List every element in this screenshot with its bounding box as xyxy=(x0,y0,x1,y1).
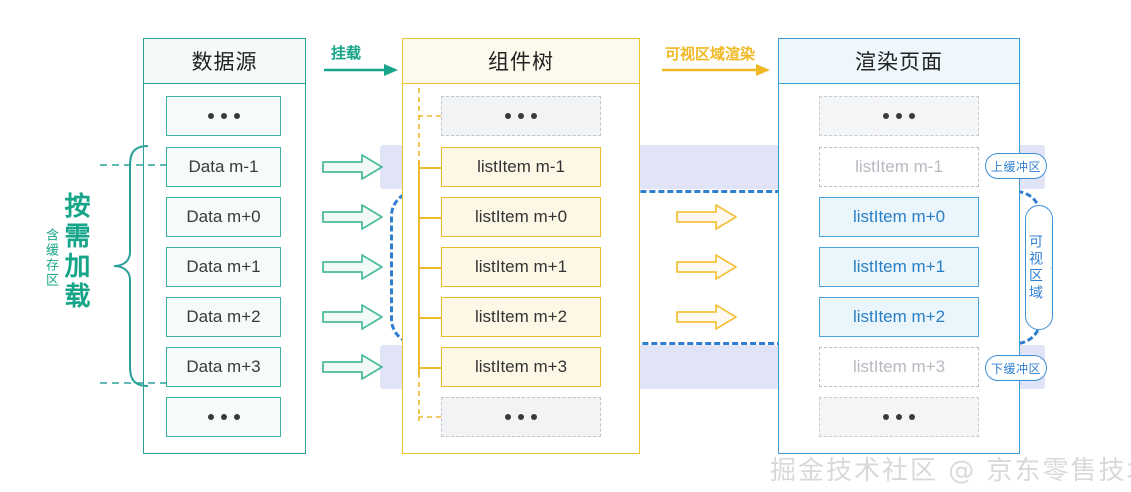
list-item[interactable]: Data m+3 xyxy=(166,347,281,387)
panel-component-tree-title: 组件树 xyxy=(403,39,639,84)
on-demand-brace-icon xyxy=(113,145,149,387)
tree-spine-dashed-top xyxy=(418,88,420,162)
ellipsis-icon xyxy=(207,414,240,420)
list-item[interactable]: listItem m-1 xyxy=(441,147,601,187)
list-item[interactable]: Data m+1 xyxy=(166,247,281,287)
brace-connector-top xyxy=(100,164,168,166)
brace-connector-bottom xyxy=(100,382,168,384)
buffer-included-label: 含缓存区 xyxy=(44,228,59,288)
ellipsis-icon xyxy=(207,113,240,119)
list-item[interactable]: listItem m+2 xyxy=(819,297,979,337)
mount-block-arrow xyxy=(322,154,383,180)
list-item xyxy=(819,96,979,136)
list-item[interactable]: Data m+2 xyxy=(166,297,281,337)
render-block-arrow xyxy=(676,204,737,230)
ellipsis-icon xyxy=(505,113,537,119)
list-item xyxy=(819,397,979,437)
mount-arrow-icon xyxy=(324,64,398,76)
render-arrow-icon xyxy=(662,64,770,76)
list-item xyxy=(441,397,601,437)
list-item[interactable]: Data m+0 xyxy=(166,197,281,237)
list-item xyxy=(166,397,281,437)
eye-icon xyxy=(1050,267,1052,268)
list-item[interactable]: listItem m+0 xyxy=(441,197,601,237)
tree-spine-dashed-bottom xyxy=(418,373,420,421)
tree-branch xyxy=(418,267,442,269)
viewport-badge: 可视区域 xyxy=(1025,205,1053,330)
tree-branch-dashed xyxy=(418,416,442,418)
top-buffer-badge: 上缓冲区 xyxy=(985,153,1047,179)
list-item[interactable]: listItem m+1 xyxy=(819,247,979,287)
list-item: listItem m-1 xyxy=(819,147,979,187)
bottom-buffer-badge: 下缓冲区 xyxy=(985,355,1047,381)
ellipsis-icon xyxy=(883,113,915,119)
viewport-badge-label: 可视区域 xyxy=(1028,233,1044,302)
mount-block-arrow xyxy=(322,354,383,380)
panel-datasource-title: 数据源 xyxy=(144,39,305,84)
list-item[interactable]: listItem m+0 xyxy=(819,197,979,237)
list-item: listItem m+3 xyxy=(819,347,979,387)
panel-render-page-title: 渲染页面 xyxy=(779,39,1019,84)
tree-branch xyxy=(418,317,442,319)
ellipsis-icon xyxy=(505,414,537,420)
render-block-arrow xyxy=(676,254,737,280)
tree-branch-dashed xyxy=(418,115,442,117)
mount-block-arrow xyxy=(322,254,383,280)
list-item[interactable]: listItem m+3 xyxy=(441,347,601,387)
list-item xyxy=(441,96,601,136)
list-item[interactable]: Data m-1 xyxy=(166,147,281,187)
list-item[interactable]: listItem m+1 xyxy=(441,247,601,287)
ellipsis-icon xyxy=(883,414,915,420)
tree-branch xyxy=(418,217,442,219)
tree-branch xyxy=(418,167,442,169)
mount-block-arrow xyxy=(322,204,383,230)
watermark: 掘金技术社区 @ 京东零售技术 xyxy=(770,456,1131,486)
list-item[interactable]: listItem m+2 xyxy=(441,297,601,337)
render-arrow-label: 可视区域渲染 xyxy=(665,46,756,63)
list-item xyxy=(166,96,281,136)
mount-arrow-label: 挂载 xyxy=(331,45,362,62)
tree-branch xyxy=(418,367,442,369)
render-block-arrow xyxy=(676,304,737,330)
on-demand-load-label: 按需加载 xyxy=(61,192,91,312)
mount-block-arrow xyxy=(322,304,383,330)
